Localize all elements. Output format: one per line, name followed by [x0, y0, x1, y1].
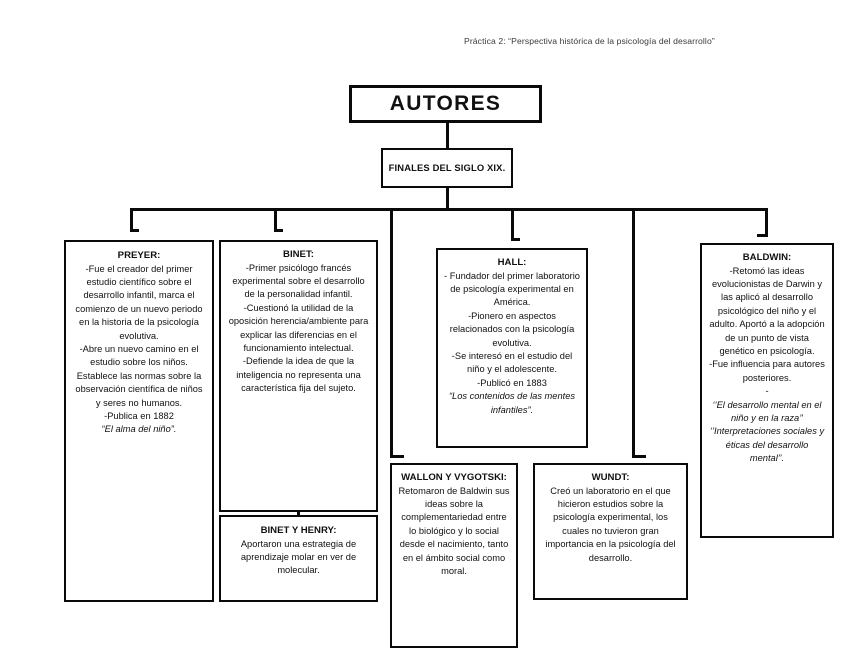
- node-wundt-title: WUNDT:: [591, 472, 630, 483]
- node-binet-y-henry-title: BINET Y HENRY:: [260, 525, 337, 536]
- node-preyer-title: PREYER:: [117, 250, 161, 261]
- connector-main-bus: [130, 208, 768, 211]
- node-autores-title: AUTORES: [389, 92, 502, 115]
- node-preyer[interactable]: PREYER: -Fue el creador del primer estud…: [64, 240, 214, 602]
- node-autores[interactable]: AUTORES: [349, 85, 542, 123]
- node-wundt[interactable]: WUNDT: Creó un laboratorio en el que hic…: [533, 463, 688, 600]
- node-baldwin-title: BALDWIN:: [742, 252, 792, 263]
- node-binet-title: BINET:: [283, 249, 314, 260]
- connector-elbow-wundt: [632, 455, 646, 458]
- connector-drop-binet: [274, 208, 277, 232]
- node-preyer-body: -Fue el creador del primer estudio cient…: [75, 263, 203, 421]
- connector-elbow-hall: [511, 238, 520, 241]
- node-finales-siglo-xix[interactable]: FINALES DEL SIGLO XIX.: [381, 148, 513, 188]
- connector-elbow-wallon: [390, 455, 404, 458]
- connector-drop-baldwin: [765, 208, 768, 237]
- page-caption: Práctica 2: “Perspectiva histórica de la…: [464, 36, 715, 46]
- node-wallon-y-vygotski[interactable]: WALLON Y VYGOTSKI: Retomaron de Baldwin …: [390, 463, 518, 648]
- node-baldwin[interactable]: BALDWIN: -Retomó las ideas evolucionista…: [700, 243, 834, 538]
- node-binet-y-henry-body: Aportaron una estrategia de aprendizaje …: [240, 538, 357, 576]
- node-baldwin-body: -Retomó las ideas evolucionistas de Darw…: [709, 265, 825, 397]
- node-binet-y-henry[interactable]: BINET Y HENRY: Aportaron una estrategia …: [219, 515, 378, 602]
- node-finales-siglo-xix-title: FINALES DEL SIGLO XIX.: [388, 162, 506, 174]
- node-hall-title: HALL:: [497, 257, 527, 268]
- node-baldwin-body-italic: ‘’El desarrollo mental en el niño y en l…: [709, 399, 825, 464]
- connector-drop-wallon: [390, 208, 393, 458]
- connector-root-to-period: [446, 123, 449, 149]
- connector-drop-hall: [511, 208, 514, 241]
- node-wallon-y-vygotski-title: WALLON Y VYGOTSKI:: [401, 472, 507, 483]
- connector-drop-wundt: [632, 208, 635, 458]
- connector-elbow-preyer: [130, 229, 139, 232]
- node-wundt-body: Creó un laboratorio en el que hicieron e…: [545, 485, 676, 563]
- node-hall-body-italic: “Los contenidos de las mentes infantiles…: [448, 391, 576, 415]
- connector-binet-to-henry: [297, 510, 300, 518]
- node-wallon-y-vygotski-body: Retomaron de Baldwin sus ideas sobre la …: [398, 485, 510, 576]
- node-hall-body: - Fundador del primer laboratorio de psi…: [444, 270, 580, 388]
- node-binet[interactable]: BINET: -Primer psicólogo francés experim…: [219, 240, 378, 512]
- connector-period-drop: [446, 188, 449, 210]
- node-binet-body: -Primer psicólogo francés experimental s…: [228, 262, 369, 394]
- node-preyer-body-italic: “El alma del niño”.: [101, 424, 177, 435]
- node-hall[interactable]: HALL: - Fundador del primer laboratorio …: [436, 248, 588, 448]
- connector-elbow-baldwin: [757, 234, 768, 237]
- connector-drop-preyer: [130, 208, 133, 232]
- connector-elbow-binet: [274, 229, 283, 232]
